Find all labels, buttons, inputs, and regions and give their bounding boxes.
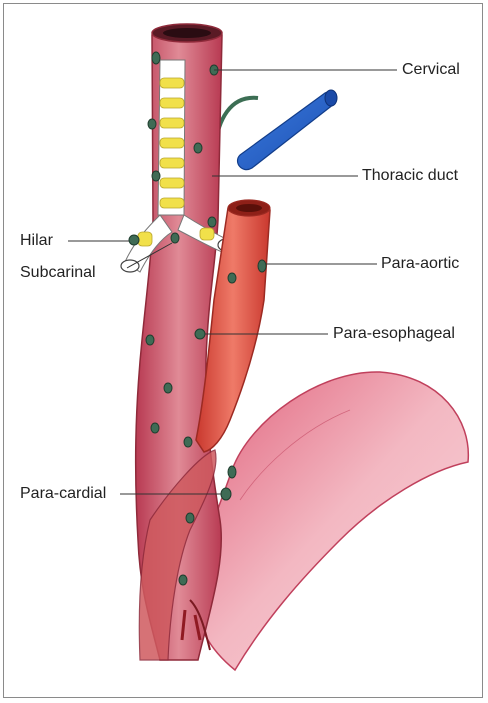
stomach-fold bbox=[239, 409, 351, 501]
label-para-aortic: Para-aortic bbox=[381, 255, 460, 272]
stomach bbox=[193, 371, 470, 672]
label-cervical: Cervical bbox=[402, 61, 460, 78]
subclavian-vein bbox=[236, 91, 337, 171]
label-para-esophageal: Para-esophageal bbox=[333, 325, 455, 342]
label-subcarinal: Subcarinal bbox=[20, 264, 96, 281]
label-hilar: Hilar bbox=[20, 232, 53, 249]
diaphragm-crus bbox=[138, 449, 217, 661]
trachea bbox=[120, 59, 235, 273]
label-thoracic-duct: Thoracic duct bbox=[362, 167, 459, 184]
lymph-nodes bbox=[128, 51, 267, 586]
leader-lines bbox=[68, 69, 397, 495]
label-para-cardial: Para-cardial bbox=[20, 485, 107, 502]
